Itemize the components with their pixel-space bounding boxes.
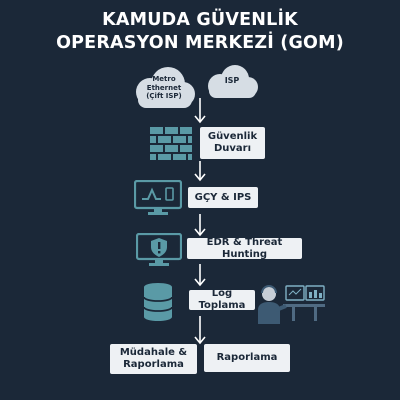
firewall-icon bbox=[150, 127, 192, 160]
reporting-label: Raporlama bbox=[216, 352, 278, 363]
analyst-workstation-icon bbox=[258, 285, 325, 324]
database-icon bbox=[143, 283, 173, 321]
ids-ips-label: GÇY & IPS bbox=[194, 191, 252, 203]
isp-label: ISP bbox=[224, 76, 240, 85]
down-arrow bbox=[194, 316, 206, 345]
firewall-label-line1: Güvenlik bbox=[207, 131, 258, 142]
response-label-line2: Raporlama bbox=[123, 359, 184, 370]
metro-label-line3: (Çift ISP) bbox=[146, 92, 182, 100]
cloud-icon bbox=[208, 65, 258, 98]
log-collection-label: Log Toplama bbox=[198, 288, 246, 311]
reporting-box: Raporlama bbox=[204, 344, 290, 372]
firewall-box: Güvenlik Duvarı bbox=[200, 127, 265, 159]
response-label-line1: Müdahale & bbox=[119, 347, 188, 358]
isp-cloud: ISP bbox=[200, 62, 264, 102]
down-arrow bbox=[194, 264, 206, 287]
metro-ethernet-cloud: Metro Ethernet (Çift ISP) bbox=[128, 64, 200, 112]
diagram-title-line1: KAMUDA GÜVENLİK bbox=[102, 10, 298, 30]
down-arrow bbox=[194, 98, 206, 124]
log-collection-box: Log Toplama bbox=[189, 288, 255, 311]
down-arrow bbox=[194, 161, 206, 182]
metro-label-line2: Ethernet bbox=[146, 83, 182, 92]
down-arrow bbox=[194, 214, 206, 237]
monitor-shield-icon bbox=[136, 233, 182, 266]
firewall-label-line2: Duvarı bbox=[213, 143, 252, 154]
response-reporting-box: Müdahale & Raporlama bbox=[110, 344, 197, 374]
cloud-icon bbox=[136, 67, 195, 108]
edr-label: EDR & Threat Hunting bbox=[206, 236, 283, 260]
metro-label-line1: Metro bbox=[152, 75, 176, 83]
ids-ips-box: GÇY & IPS bbox=[188, 187, 258, 208]
edr-box: EDR & Threat Hunting bbox=[187, 236, 302, 260]
monitor-chart-icon bbox=[134, 180, 182, 215]
diagram-title-line2: OPERASYON MERKEZİ (GOM) bbox=[56, 33, 344, 53]
